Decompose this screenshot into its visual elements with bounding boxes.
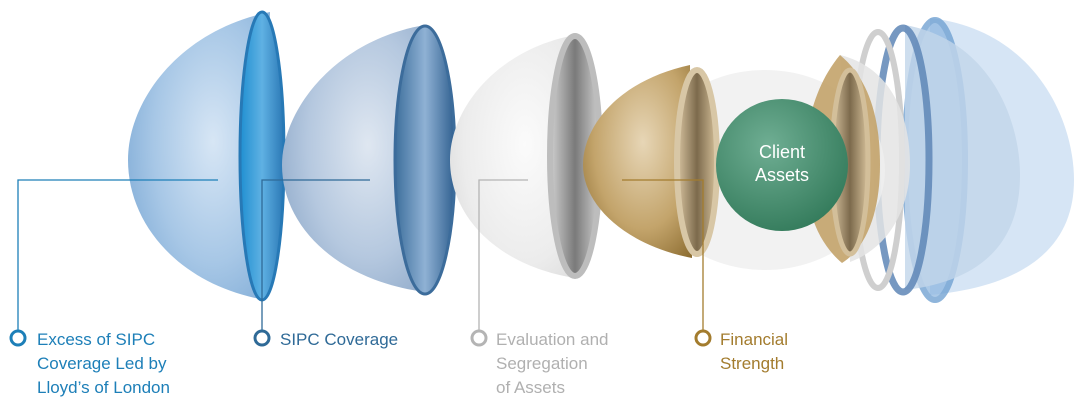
label-excess-sipc-line2: Coverage Led by [37,354,167,373]
label-evaluation-line3: of Assets [496,378,565,397]
label-evaluation: Evaluation and Segregation of Assets [496,328,608,400]
layer-sipc-shape [282,24,457,296]
label-sipc-line1: SIPC Coverage [280,330,399,349]
ring-sipc [253,329,271,347]
label-evaluation-line1: Evaluation and [496,330,609,349]
client-assets-line1: Client [759,142,805,162]
ring-excess-sipc [9,329,27,347]
client-assets-circle: Client Assets [716,99,848,231]
label-excess-sipc: Excess of SIPC Coverage Led by Lloyd’s o… [37,328,170,400]
label-financial: Financial Strength [720,328,788,376]
leader-financial [622,179,704,330]
label-financial-line2: Strength [720,354,785,373]
label-sipc: SIPC Coverage [280,328,398,352]
leader-excess-sipc [17,179,218,330]
ring-evaluation [470,329,488,347]
layer-excess-sipc-shape [128,10,286,302]
bullet-rings [9,329,712,347]
leader-sipc [261,179,370,330]
leader-lines [17,179,704,330]
label-excess-sipc-line1: Excess of SIPC [37,330,156,349]
ring-financial [694,329,712,347]
label-financial-line1: Financial [720,330,789,349]
layer-financial-shape [583,65,720,258]
client-assets-line2: Assets [755,165,809,185]
layer-evaluation-shape [450,33,603,279]
leader-evaluation [478,179,528,330]
label-excess-sipc-line3: Lloyd’s of London [37,378,170,397]
label-evaluation-line2: Segregation [496,354,588,373]
